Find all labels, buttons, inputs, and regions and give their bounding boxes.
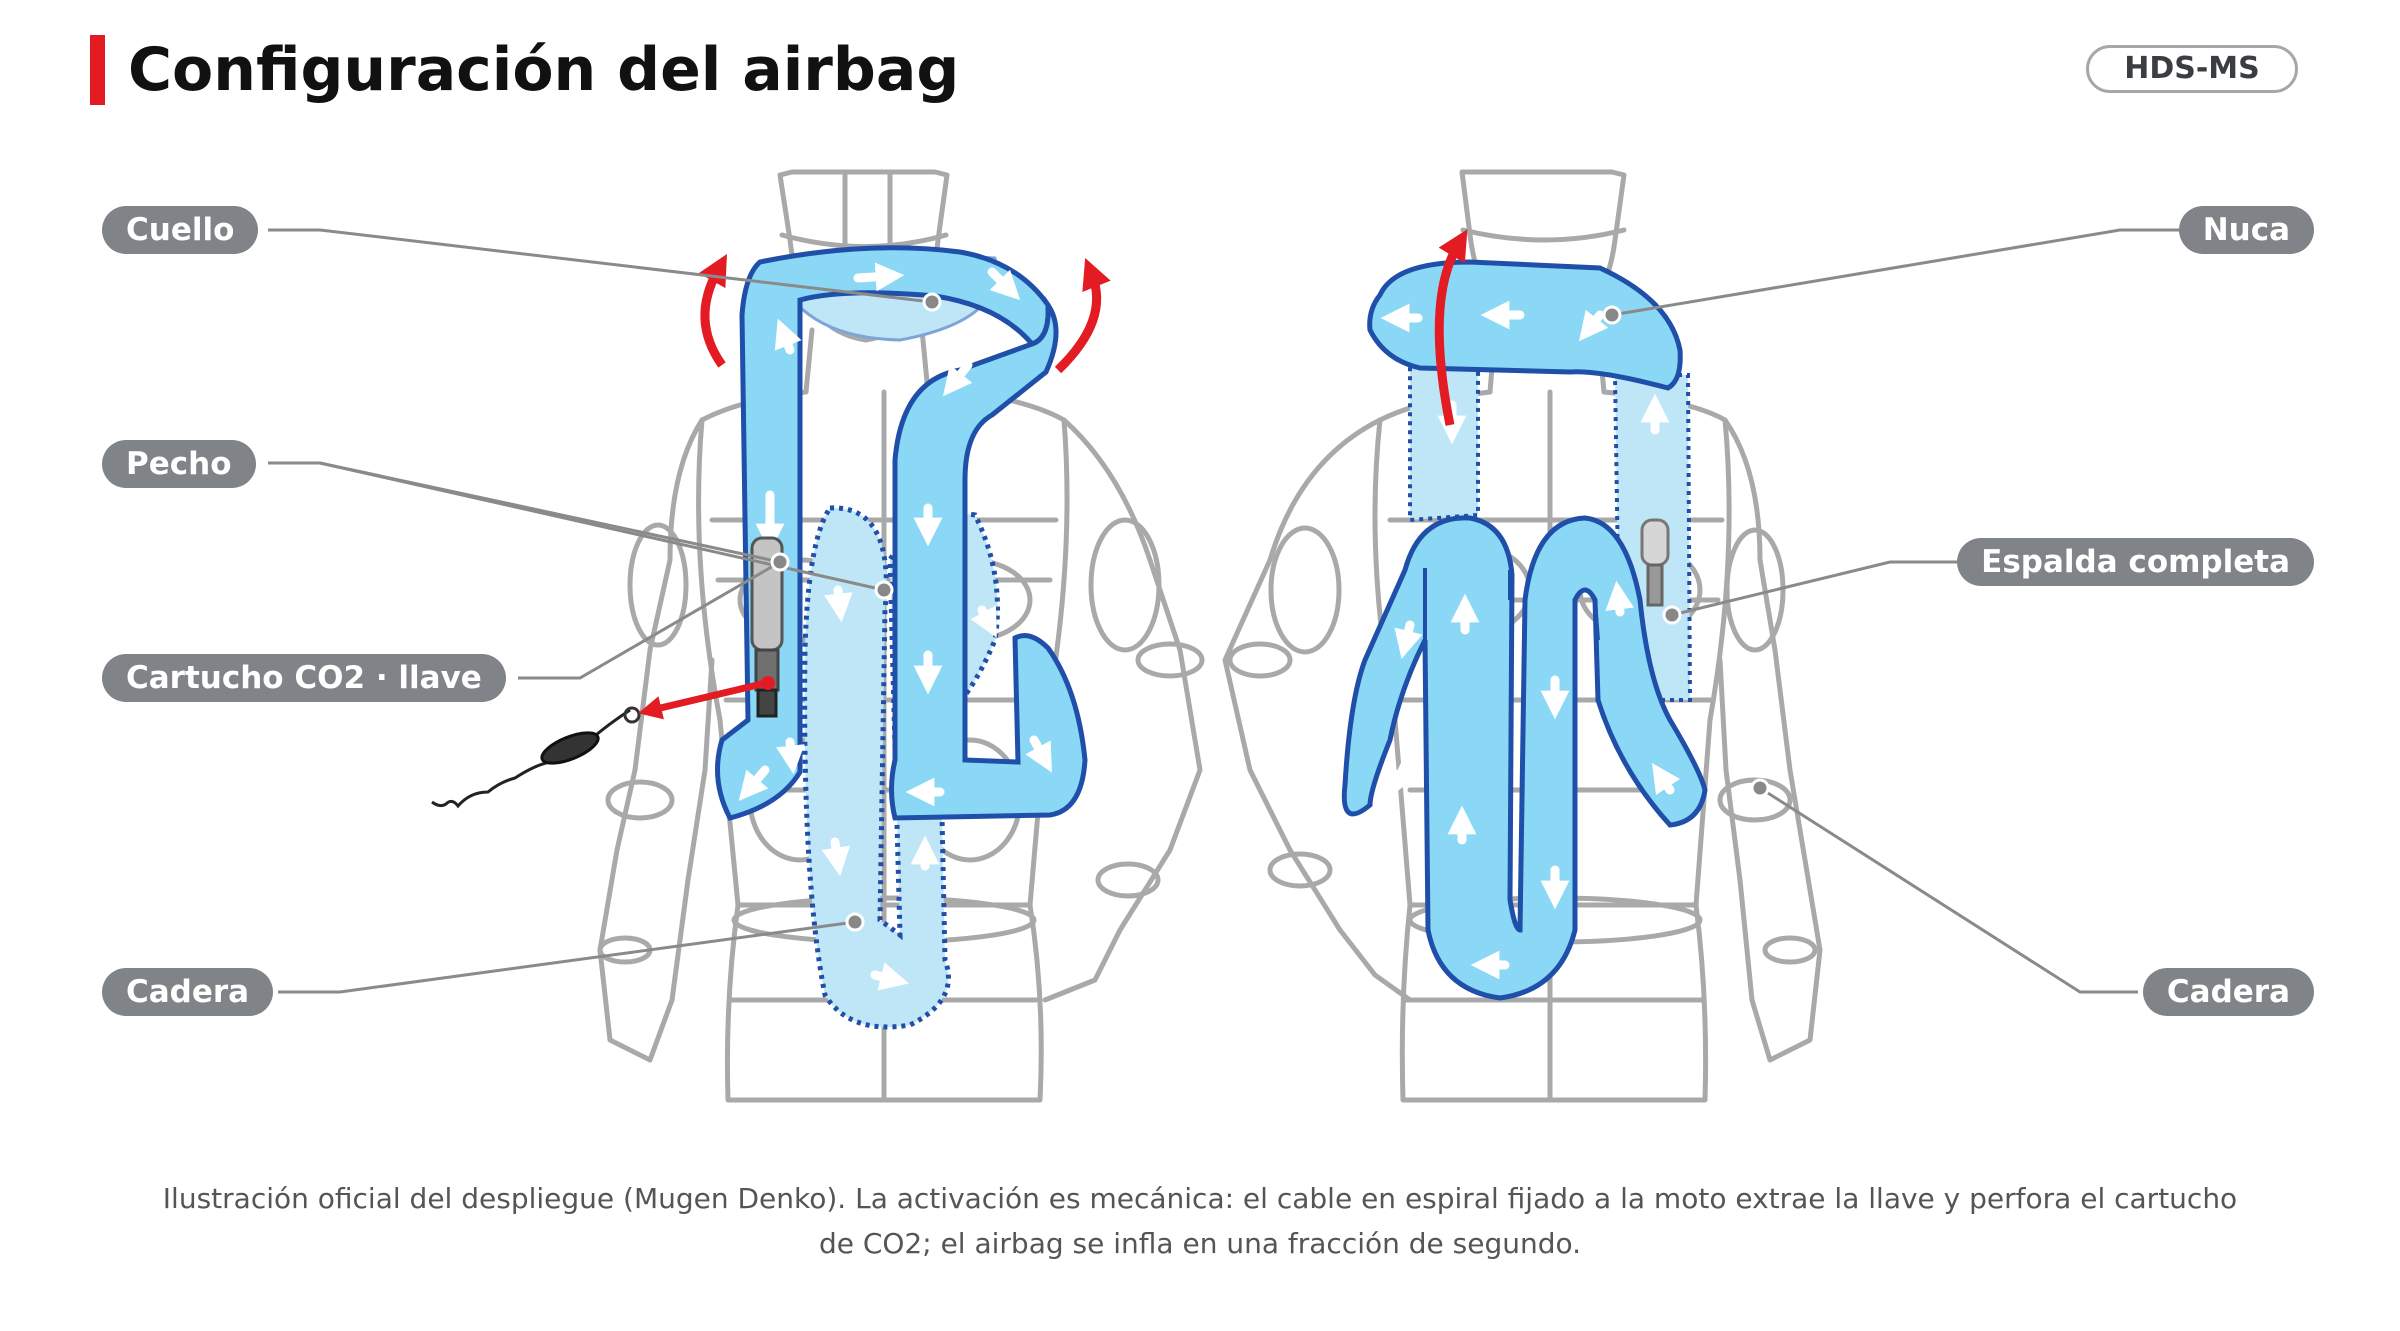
back-co2-cartridge [1640,518,1670,607]
back-airbag [1341,229,1708,1001]
title-accent-bar [90,35,105,105]
label-front-chest: Pecho [102,440,256,488]
back-nape-collar [1367,259,1683,391]
label-front-hip: Cadera [102,968,274,1016]
label-front-neck: Cuello [102,206,259,254]
key-ripcord [431,706,641,809]
label-back-full-back: Espalda completa [1957,538,2314,586]
label-front-co2-key: Cartucho CO2 · llave [102,654,506,702]
label-back-nape: Nuca [2178,206,2314,254]
page-title: Configuración del airbag [128,35,960,105]
leader-dots [770,292,1770,932]
figure-caption: Ilustración oficial del despliegue (Muge… [162,1182,2238,1260]
label-back-hip: Cadera [2142,968,2314,1016]
back-left-tube [1341,515,1708,1001]
leader-lines [268,228,2185,994]
model-badge: HDS-MS [2086,45,2298,93]
front-airbag [431,245,1111,1030]
